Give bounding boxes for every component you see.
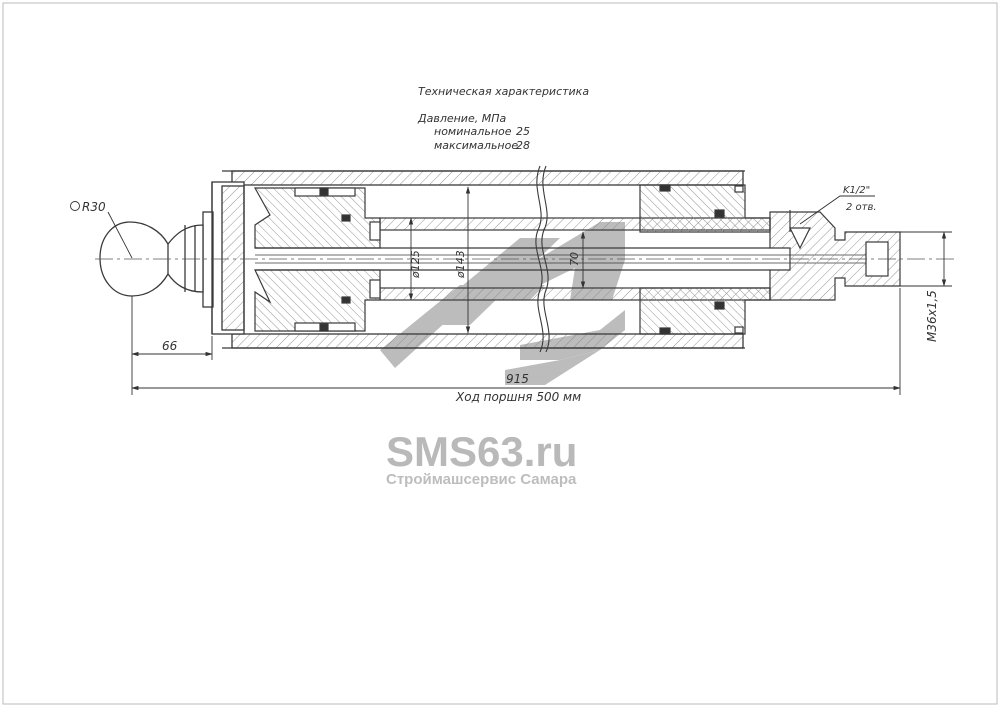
eye-length-label: 66 — [162, 339, 178, 353]
bore-label: ø125 — [409, 250, 422, 279]
thread-label: M36x1,5 — [925, 290, 939, 342]
rod-end — [769, 210, 901, 301]
maximal-label: максимальное — [434, 139, 518, 152]
stroke-label: Ход поршня 500 мм — [455, 390, 581, 404]
port-label: K1/2" — [843, 185, 870, 196]
outer-label: ø143 — [454, 250, 467, 279]
maximal-value: 28 — [516, 139, 530, 152]
cylinder-barrel — [222, 170, 745, 349]
gland — [639, 184, 771, 335]
radius-symbol — [70, 201, 80, 211]
dimension-lines — [107, 186, 952, 395]
watermark-site: SMS63.ru — [386, 428, 577, 475]
break-line — [535, 165, 550, 353]
end-cap — [202, 181, 245, 335]
tech-heading: Техническая характеристика — [418, 85, 589, 98]
watermark-company: Строймашсервис Самара — [386, 471, 577, 488]
ball-joint — [99, 221, 204, 297]
radius-label: R30 — [82, 200, 106, 214]
nominal-value: 25 — [516, 125, 530, 138]
port-count-label: 2 отв. — [846, 202, 877, 213]
pressure-label: Давление, МПа — [417, 112, 506, 125]
piston — [253, 187, 381, 332]
nominal-label: номинальное — [434, 125, 512, 138]
watermark-logo — [380, 222, 625, 385]
rod-label: 70 — [568, 252, 581, 266]
total-length-label: 915 — [506, 372, 529, 386]
